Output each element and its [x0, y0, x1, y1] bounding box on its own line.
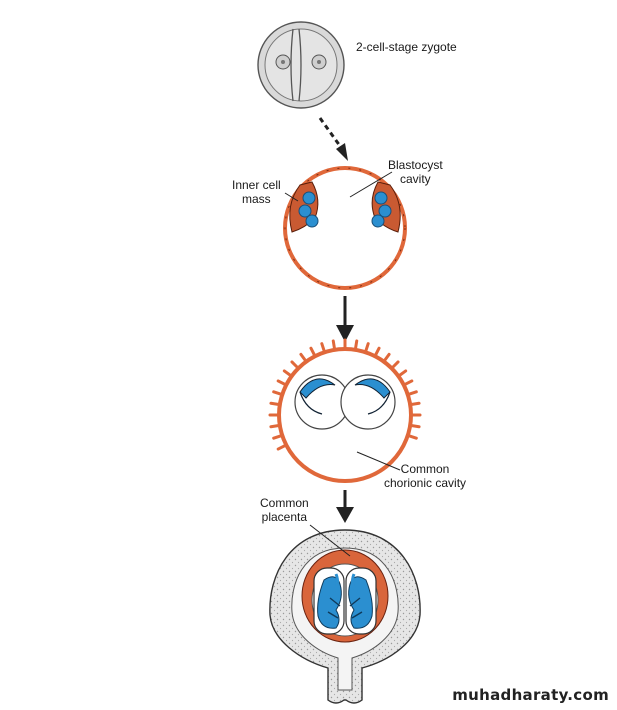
- chorionic-villi: [268, 338, 422, 451]
- blastocyst-cavity-label-line-1: Blastocyst: [388, 158, 443, 172]
- chorionic-villus: [373, 346, 381, 357]
- arrow-down-2: [336, 490, 354, 523]
- chorionic-villus: [299, 352, 308, 363]
- chorionic-villus: [269, 401, 281, 407]
- chorionic-cavity-label-line-1: Common: [400, 462, 450, 476]
- chorionic-villus: [353, 339, 359, 351]
- chorionic-villus: [409, 401, 421, 407]
- chorionic-villus: [409, 423, 421, 429]
- blastocyst-cavity-label-line-2: cavity: [400, 172, 431, 186]
- placenta-label: Common placenta: [260, 496, 309, 524]
- zygote-two-cell: [257, 21, 345, 109]
- blastocyst-cavity-label: Blastocyst cavity: [388, 158, 443, 186]
- chorionic-villus: [272, 390, 283, 396]
- placenta-label-line-1: Common: [260, 496, 309, 510]
- chorionic-villus: [290, 360, 300, 370]
- chorionic-villus: [272, 434, 283, 440]
- chorionic-villus: [269, 423, 281, 429]
- inner-cell-mass-label-line-2: mass: [242, 192, 271, 206]
- inner-cell-mass-label: Inner cell mass: [232, 178, 281, 206]
- dashed-arrow: [318, 117, 348, 161]
- chorionic-villus: [276, 443, 287, 451]
- blastocyst: [283, 166, 407, 290]
- chorionic-villus: [390, 360, 400, 370]
- uterus-with-twins: [269, 524, 421, 704]
- chorionic-cavity-label: Common chorionic cavity: [384, 462, 466, 490]
- chorionic-villus: [282, 369, 293, 378]
- chorionic-villus: [364, 342, 370, 353]
- placenta-label-line-2: placenta: [261, 510, 308, 524]
- chorionic-cavity-label-line-2: chorionic cavity: [384, 476, 467, 490]
- chorionic-villus: [320, 342, 326, 353]
- chorionic-villus: [331, 339, 337, 351]
- chorionic-villus: [403, 379, 414, 387]
- zygote-label: 2-cell-stage zygote: [356, 40, 457, 54]
- chorionic-villus: [382, 352, 391, 363]
- inner-cell-mass-label-line-1: Inner cell: [232, 178, 281, 192]
- chorionic-villus: [407, 390, 418, 396]
- watermark: muhadharaty.com: [452, 686, 609, 704]
- chorionic-villus: [276, 379, 287, 387]
- chorionic-sac: [268, 338, 422, 483]
- arrow-down-1: [336, 296, 354, 342]
- chorionic-villus: [309, 346, 317, 357]
- chorionic-villus: [407, 434, 418, 440]
- chorionic-villus: [397, 369, 408, 378]
